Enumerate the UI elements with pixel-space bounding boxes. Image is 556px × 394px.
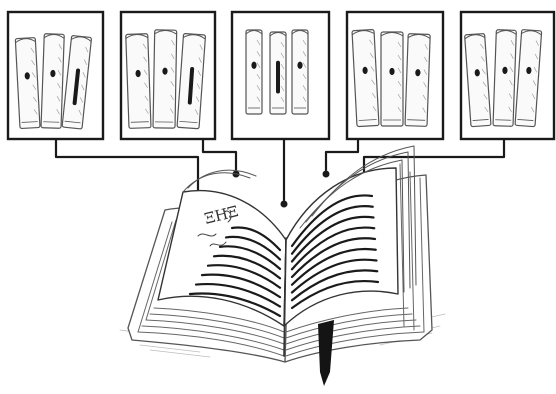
book-spine-icon xyxy=(246,30,262,114)
connector-3-dot xyxy=(281,201,288,208)
connector-1 xyxy=(56,139,198,190)
shelf-panel-1 xyxy=(8,12,103,139)
book-spine-icon xyxy=(15,38,40,129)
open-book-icon: ΞHΞ xyxy=(120,146,445,386)
book-spine-icon xyxy=(153,30,177,128)
book-spine-icon xyxy=(405,34,430,127)
connector-lines xyxy=(56,139,504,208)
connector-4-dot xyxy=(323,171,330,178)
shelf-panel-4 xyxy=(347,12,443,139)
book-spine-icon xyxy=(292,30,308,114)
connector-4 xyxy=(326,139,358,170)
shelf-panels xyxy=(8,12,554,139)
book-spine-icon xyxy=(493,30,516,127)
book-spine-icon xyxy=(126,34,151,129)
book-spine-icon xyxy=(352,30,379,127)
shelf-panel-2 xyxy=(121,12,215,139)
book-spine-icon xyxy=(41,34,64,129)
shelf-panel-3 xyxy=(232,12,329,139)
connector-2 xyxy=(203,139,236,170)
left-page-curl xyxy=(183,170,256,192)
book-spine-icon xyxy=(381,32,403,126)
bookmark-ribbon xyxy=(318,320,334,386)
shelf-panel-5 xyxy=(461,12,554,139)
book-spine-icon xyxy=(270,32,286,114)
